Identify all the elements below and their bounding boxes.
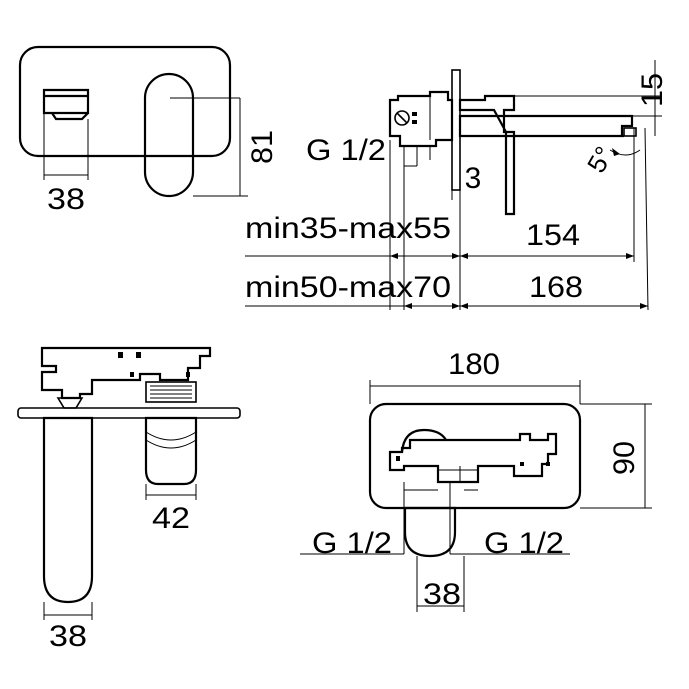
rear-lever: [403, 506, 457, 558]
rear-spacing-dim: 38: [423, 578, 461, 611]
side-wall-plate: [451, 69, 461, 191]
side-thread-dim: G 1/2: [306, 134, 386, 167]
side-valve-body: [388, 90, 454, 148]
body-handle: [144, 416, 198, 486]
rear-lever-arc: [400, 428, 447, 453]
side-height-dim: 15: [636, 73, 669, 107]
rear-width-dim: 180: [448, 348, 500, 381]
side-range-short-dim: min35-max55: [245, 212, 451, 245]
side-view: G 1/2 3 15 5° min35-max55 154 min50-max7…: [245, 60, 669, 311]
rear-valve-body: [388, 432, 558, 484]
rear-view: 180 90 G 1/2 G 1/2 38: [300, 348, 652, 612]
side-plate-dim: 3: [465, 162, 482, 195]
side-valve-screw: [394, 110, 410, 126]
body-width-dim: 42: [152, 502, 190, 535]
side-spout-long-dim: 168: [529, 271, 583, 304]
rear-thread-left-dim: G 1/2: [312, 527, 392, 560]
front-height-dim: 81: [246, 130, 279, 164]
side-aerator: [623, 127, 637, 137]
front-view: 38 81: [18, 45, 279, 216]
side-spout-short-dim: 154: [526, 219, 580, 252]
body-top-frame: [40, 346, 212, 400]
front-spout-outlet: [42, 88, 90, 121]
rear-thread-right-dim: G 1/2: [484, 527, 564, 560]
front-cover-plate: [18, 45, 232, 158]
body-cartridge: [145, 381, 197, 403]
side-range-long-dim: min50-max70: [245, 271, 451, 304]
spout-width-dim: 38: [49, 620, 87, 653]
side-lever: [458, 94, 516, 216]
side-angle-dim: 5°: [581, 141, 619, 178]
rear-height-dim: 90: [608, 441, 641, 475]
body-view: 42 38: [17, 346, 241, 653]
body-spout: [42, 416, 94, 604]
body-wall-plate: [17, 407, 241, 419]
rear-cover-plate: [368, 402, 582, 510]
front-lever-handle: [143, 72, 195, 198]
front-width-dim: 38: [47, 183, 85, 216]
side-spout: [458, 114, 634, 138]
